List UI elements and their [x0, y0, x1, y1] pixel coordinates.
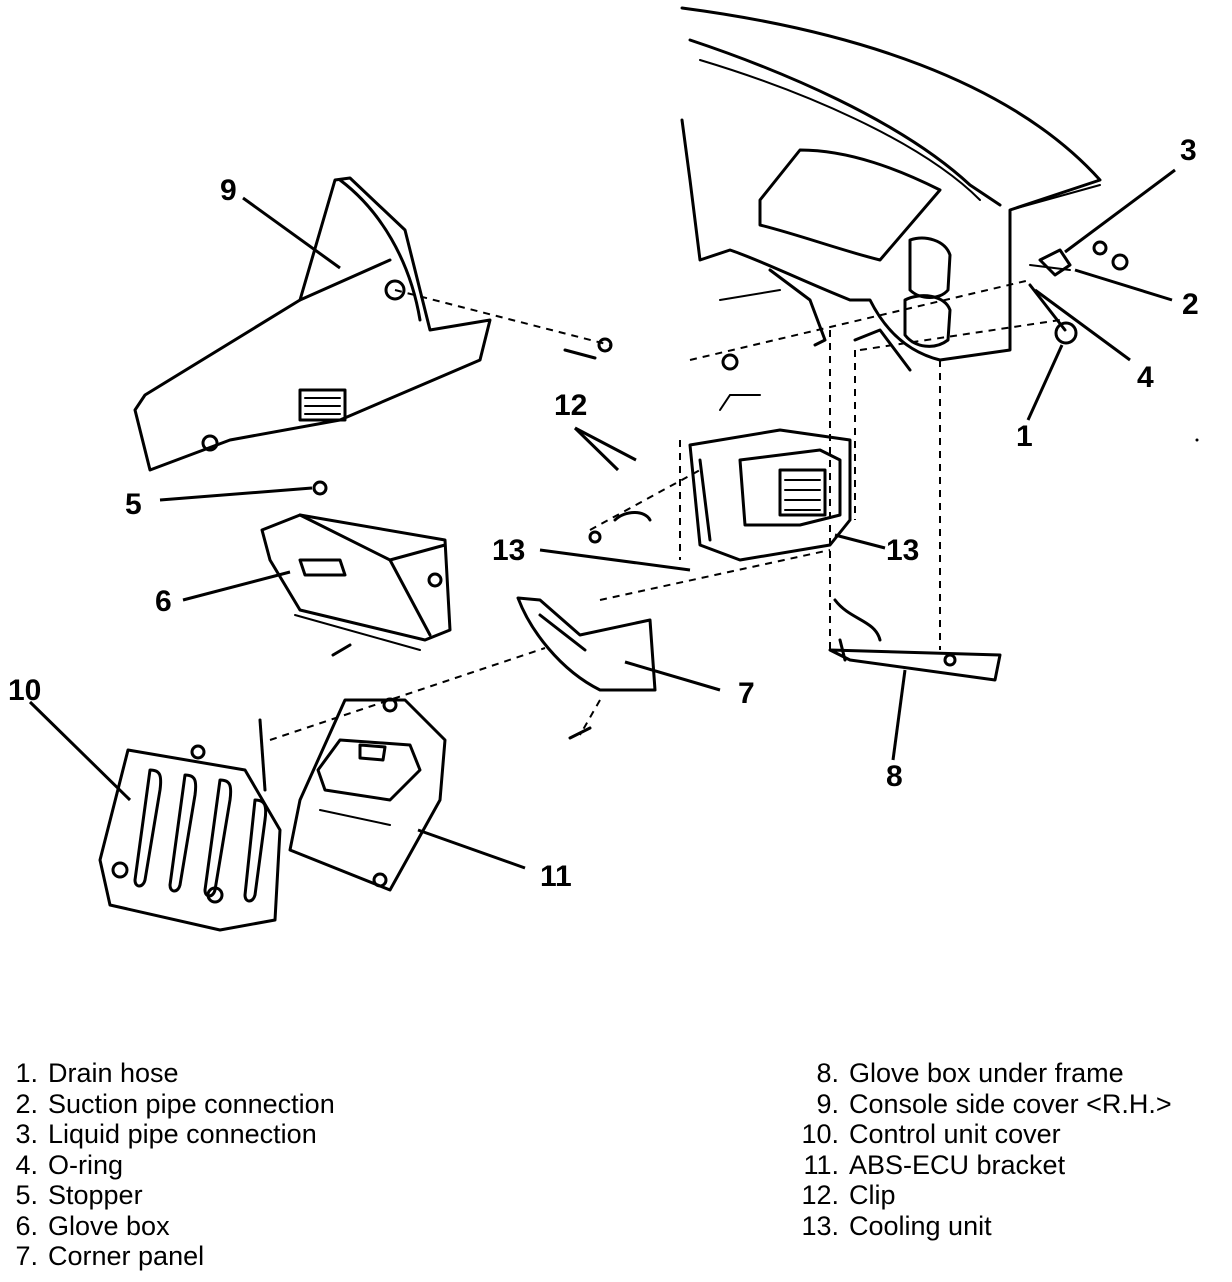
legend-item: 12.Clip	[801, 1180, 896, 1210]
callout-6: 6	[155, 585, 172, 618]
legend-item: 2.Suction pipe connection	[15, 1088, 335, 1119]
stopper	[312, 480, 328, 496]
instrument-panel	[680, 6, 1102, 372]
callout-3: 3	[1180, 134, 1197, 167]
scan-dot	[1195, 438, 1199, 442]
callout-5: 5	[125, 488, 142, 521]
legend-item: 7.Corner panel	[15, 1241, 205, 1271]
console-side-cover	[133, 176, 613, 472]
legend-item: 6.Glove box	[15, 1210, 170, 1241]
callout-labels: 3 2 4 1 9 12 5 13 13 6 10 7 8 11	[8, 134, 1199, 893]
callout-10: 10	[8, 674, 41, 707]
legend-item: 13.Cooling unit	[801, 1210, 992, 1241]
glove-box-under-frame	[828, 598, 1002, 682]
legend-item: 3.Liquid pipe connection	[15, 1119, 317, 1149]
callout-7: 7	[738, 677, 755, 710]
exploded-parts-diagram: 3 2 4 1 9 12 5 13 13 6 10 7 8 11	[8, 6, 1199, 932]
glove-box	[260, 513, 452, 657]
legend-left: 1.Drain hose 2.Suction pipe connection 3…	[8, 1058, 335, 1272]
legend-item: 11.ABS-ECU bracket	[803, 1149, 1066, 1180]
legend-item: 1.Drain hose	[15, 1058, 179, 1088]
cooling-unit	[588, 289, 856, 650]
legend-item: 4.O-ring	[15, 1149, 124, 1180]
callout-1: 1	[1016, 420, 1033, 453]
callout-11: 11	[540, 860, 572, 893]
corner-panel	[269, 596, 657, 741]
legend-item: 5.Stopper	[15, 1180, 143, 1210]
callout-9: 9	[220, 174, 237, 207]
callout-13-right: 13	[886, 534, 919, 567]
legend-item: 8.Glove box under frame	[816, 1058, 1124, 1088]
legend-right: 8.Glove box under frame 9.Console side c…	[795, 1058, 1172, 1241]
callout-8: 8	[886, 760, 903, 793]
legend-item: 9.Console side cover <R.H.>	[816, 1088, 1172, 1119]
callout-12: 12	[554, 389, 587, 422]
callout-4: 4	[1137, 361, 1154, 394]
callout-2: 2	[1182, 288, 1199, 321]
leader-lines	[28, 168, 1176, 870]
abs-ecu-bracket	[258, 697, 447, 892]
pipe-connections	[689, 240, 1129, 650]
callout-13-left: 13	[492, 534, 525, 567]
control-unit-cover	[98, 744, 282, 932]
legend-item: 10.Control unit cover	[801, 1119, 1061, 1149]
